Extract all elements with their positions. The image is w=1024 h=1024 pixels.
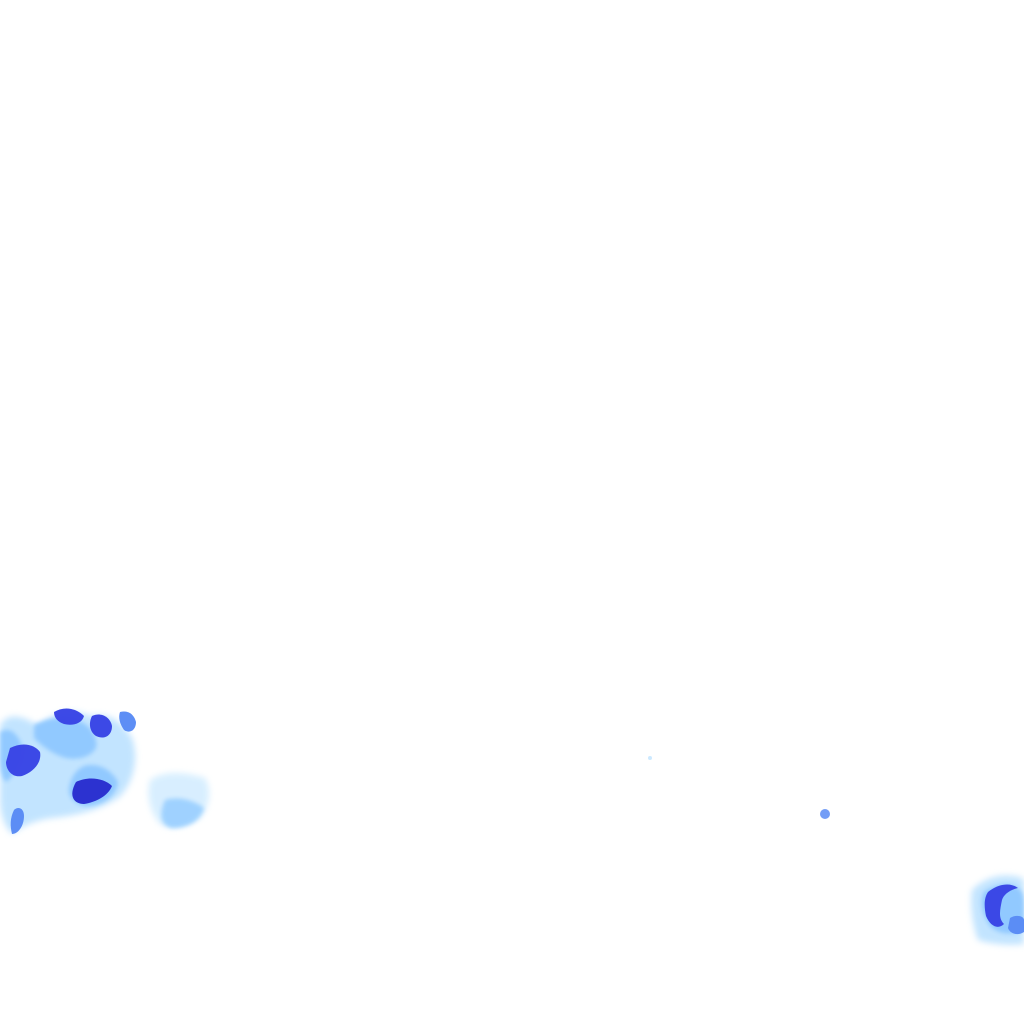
precip-heavy-cell <box>6 744 41 777</box>
precipitation-cluster-left <box>0 708 210 834</box>
precip-heavy-cell <box>54 708 84 725</box>
precip-speckle <box>820 809 830 819</box>
precip-heavy-cell <box>1008 915 1024 935</box>
precip-heavy-cell <box>10 808 24 834</box>
precip-medium-cell <box>161 798 204 828</box>
precip-light-cell <box>0 711 136 834</box>
precip-heavy-cell <box>984 884 1018 927</box>
precip-medium-cell <box>34 717 97 759</box>
precip-heavy-cell <box>119 711 136 732</box>
precipitation-isolated <box>648 756 830 819</box>
precip-heavy-cell <box>72 778 112 804</box>
precip-heavy-cell <box>89 714 112 738</box>
precip-speckle <box>648 756 652 760</box>
precipitation-cluster-right <box>971 875 1024 945</box>
